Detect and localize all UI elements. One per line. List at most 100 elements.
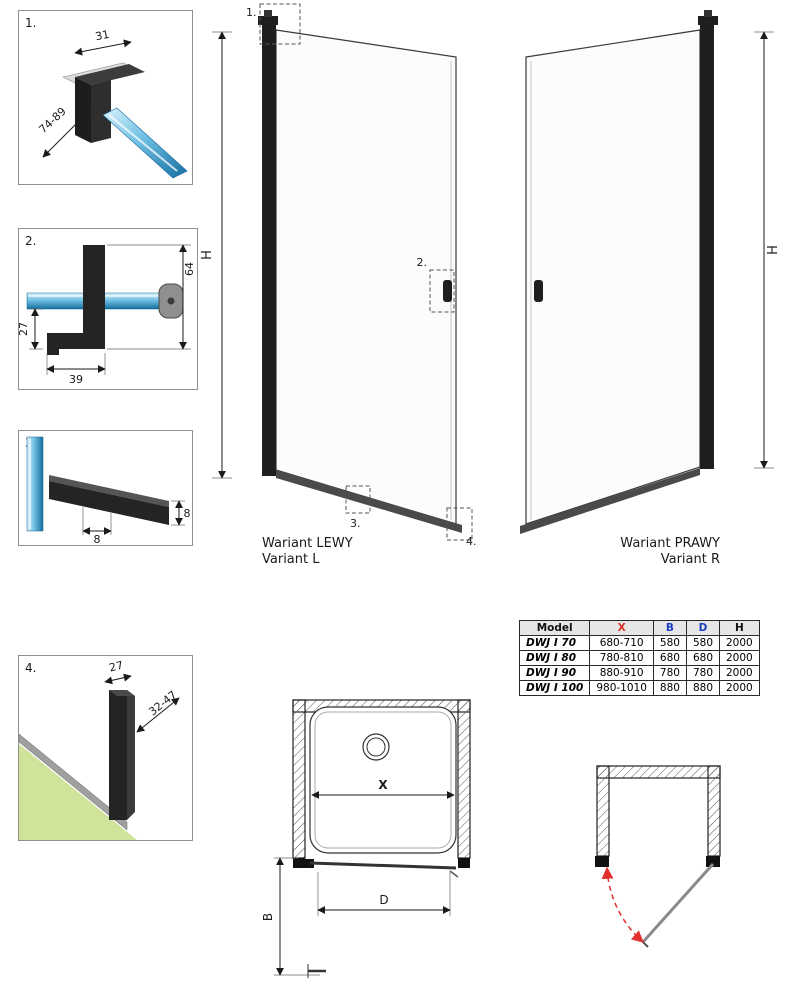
cell-x: 680-710 — [589, 635, 654, 651]
cell-b: 580 — [652, 635, 687, 651]
marker-4-label: 4. — [466, 535, 477, 548]
detail-callout-3: 3. 8 8 — [18, 430, 193, 546]
left-door-hinge-profile — [262, 24, 276, 476]
cell-d: 580 — [685, 635, 721, 651]
floor-plane — [19, 744, 137, 840]
detail-2-dim-bottom-label: 39 — [69, 373, 83, 386]
detail-2-dim-right-label: 64 — [183, 262, 196, 276]
right-door-hinge-profile — [700, 24, 714, 469]
wall-end-cap-right — [706, 856, 720, 867]
hinge-top-cap — [698, 16, 718, 25]
door-leaf-plan — [309, 861, 457, 870]
detail-2-drawing: 2. 27 39 64 — [19, 234, 196, 386]
cell-d: 780 — [685, 665, 721, 681]
shower-tray-inner — [314, 711, 452, 849]
plan-d-label: D — [379, 893, 388, 907]
door-handle-plan — [449, 870, 459, 878]
left-door-view: H 1. 2. 3. 4. Wariant LEWY Variant L — [200, 3, 477, 567]
bracket-vertical-bar — [83, 245, 105, 349]
cell-h: 2000 — [719, 635, 760, 651]
hinge-top-cap — [258, 16, 278, 25]
cell-b: 780 — [652, 665, 687, 681]
wall-end-cap-left — [595, 856, 609, 867]
table-header-row: Model X B D H — [518, 620, 760, 636]
cell-h: 2000 — [719, 665, 760, 681]
wall-left — [292, 699, 306, 859]
detail-1-dim-top-line — [74, 39, 132, 56]
cell-x: 980-1010 — [589, 680, 654, 696]
swing-arc — [601, 866, 644, 943]
door-leaf-open — [641, 862, 715, 944]
detail-callout-1: 1. 31 74-89 — [18, 10, 193, 185]
bottom-rail-top-face — [49, 475, 169, 507]
door-elevations: H 1. 2. 3. 4. Wariant LEWY Variant L — [200, 3, 781, 567]
plan-x-label: X — [378, 778, 388, 792]
glass-strip — [26, 436, 44, 532]
cell-h: 2000 — [719, 650, 760, 666]
cell-model: DWJ I 70 — [518, 635, 591, 651]
detail-1-dim-diag-label: 74-89 — [36, 105, 68, 136]
left-door-threshold — [276, 470, 462, 533]
post-front-face — [109, 690, 127, 820]
detail-4-dim-diag-label: 32-47 — [146, 688, 179, 718]
detail-1-number: 1. — [25, 16, 36, 30]
header-h: H — [719, 620, 760, 636]
detail-2-dim-left-label: 27 — [19, 322, 30, 336]
size-table: Model X B D H DWJ I 70 680-710 580 580 2… — [518, 620, 760, 696]
cell-b: 680 — [652, 650, 687, 666]
header-x: X — [589, 620, 654, 636]
detail-2-number: 2. — [25, 234, 36, 248]
detail-3-dim-right-label: 8 — [184, 507, 191, 520]
marker-2-label: 2. — [417, 256, 428, 269]
detail-3-drawing: 3. 8 8 — [25, 436, 191, 545]
left-variant-title: Wariant LEWY — [262, 536, 353, 551]
post-side-face — [127, 690, 135, 820]
plan-view: X D B — [261, 699, 471, 978]
header-b: B — [652, 620, 687, 636]
hinge-top-knob — [264, 10, 272, 17]
detail-1-dim-diag-line — [42, 110, 90, 158]
cell-x: 780-810 — [589, 650, 654, 666]
left-door-glass — [275, 29, 457, 525]
wall-right — [457, 699, 471, 859]
bottom-rail-front-face — [49, 481, 169, 525]
detail-1-drawing: 1. 31 74-89 — [25, 16, 188, 179]
left-door-handle — [443, 280, 452, 302]
left-door-height-label: H — [200, 250, 215, 260]
table-row: DWJ I 80 780-810 680 680 2000 — [518, 650, 760, 666]
glass-panel-edge — [102, 107, 188, 179]
wall-left — [596, 765, 610, 857]
cell-d: 880 — [685, 680, 721, 696]
door-swing-diagram — [595, 765, 721, 948]
right-door-handle — [534, 280, 543, 302]
post-top-face — [109, 690, 135, 696]
cell-h: 2000 — [719, 680, 760, 696]
detail-1-dim-top-label: 31 — [94, 28, 110, 43]
cell-b: 880 — [652, 680, 687, 696]
knob-bolt — [167, 297, 175, 305]
wall-top — [596, 765, 721, 779]
door-hinge-plan — [305, 859, 314, 868]
detail-3-dim-bottom-label: 8 — [94, 533, 101, 545]
detail-4-dim-top-line — [104, 673, 132, 685]
table-row: DWJ I 70 680-710 580 580 2000 — [518, 635, 760, 651]
cell-model: DWJ I 100 — [518, 680, 591, 696]
right-door-height-label: H — [766, 245, 781, 255]
drain-inner — [366, 737, 386, 757]
detail-4-dim-diag-line — [136, 697, 180, 733]
glass-highlight — [108, 114, 178, 172]
wall-profile-front-face — [75, 77, 91, 143]
wall-right — [707, 765, 721, 857]
table-row: DWJ I 90 880-910 780 780 2000 — [518, 665, 760, 681]
cell-x: 880-910 — [589, 665, 654, 681]
table-row: DWJ I 100 980-1010 880 880 2000 — [518, 680, 760, 696]
right-door-glass — [525, 29, 701, 525]
right-variant-subtitle: Variant R — [661, 552, 720, 567]
header-model: Model — [518, 620, 591, 636]
right-variant-title: Wariant PRAWY — [620, 536, 720, 551]
detail-4-drawing: 4. 27 32-47 — [19, 659, 180, 840]
marker-2-box — [429, 269, 455, 313]
cell-model: DWJ I 90 — [518, 665, 591, 681]
wall-end-cap-right — [458, 858, 470, 868]
